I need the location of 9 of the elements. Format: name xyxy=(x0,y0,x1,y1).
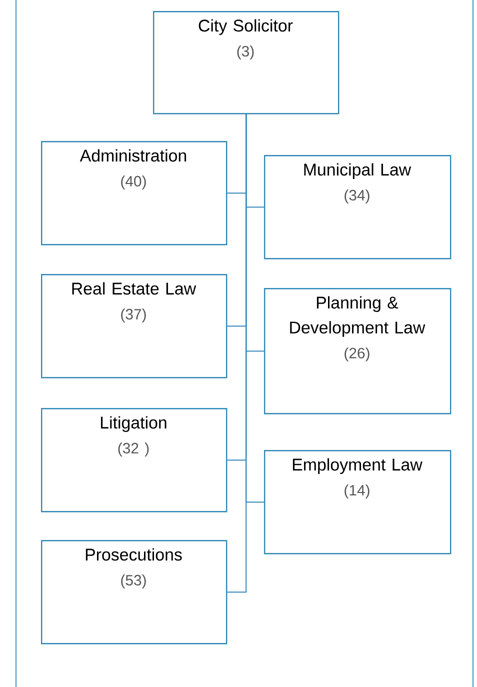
org-box: Litigation (32 ) xyxy=(41,408,228,512)
org-box: Prosecutions (53) xyxy=(41,540,228,644)
connector-line xyxy=(226,114,247,593)
org-box: Planning & Development Law (26) xyxy=(264,288,452,414)
org-box: City Solicitor (3) xyxy=(153,11,340,114)
org-box: Administration (40) xyxy=(41,141,228,246)
org-box: Real Estate Law (37) xyxy=(41,274,228,378)
org-box: Municipal Law (34) xyxy=(264,155,452,260)
org-box: Employment Law (14) xyxy=(264,450,452,554)
